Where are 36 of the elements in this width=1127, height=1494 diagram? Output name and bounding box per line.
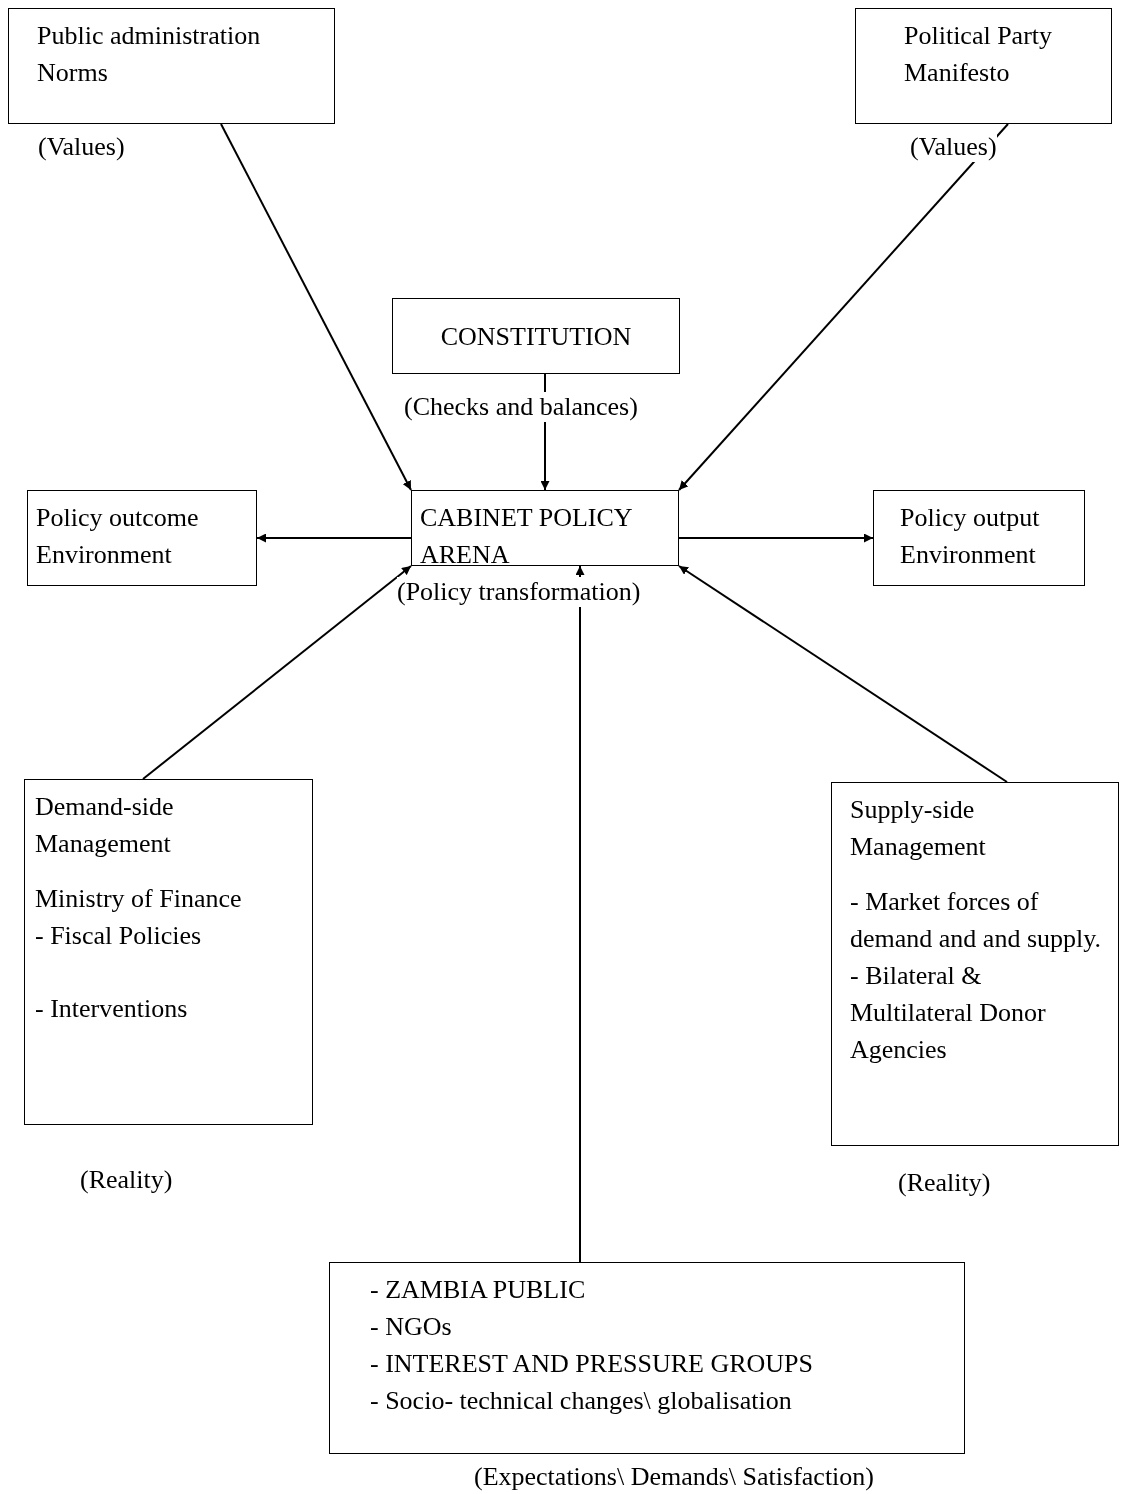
node-text: - Bilateral & Multilateral Donor Agencies [850,960,1047,1066]
source-box [8,8,335,124]
node-caption: (Policy transformation) [397,577,641,607]
public-box [329,1262,965,1454]
constitution-box [392,298,680,374]
arrow [220,123,412,491]
node-text: Ministry of Finance [35,883,243,915]
node-label: Policy output Environment [900,502,1041,571]
node-caption: (Checks and balances) [404,392,638,422]
node-text: - NGOs [370,1311,453,1343]
node-label: Political Party Manifesto [904,20,1054,89]
node-text: - Fiscal Policies [35,920,203,952]
arrow [678,123,1009,491]
environment-box [873,490,1085,586]
node-text: - Interventions [35,993,189,1025]
arrow [678,533,874,543]
management-box [24,779,313,1125]
node-label: CABINET POLICY ARENA [420,502,633,571]
node-label: Supply-side Management [850,794,987,863]
node-label: Policy outcome Environment [36,502,200,571]
node-label: Public administration Norms [37,20,262,89]
arrow [142,565,412,780]
source-box [855,8,1112,124]
management-box [831,782,1119,1146]
arrow [678,565,1008,783]
node-label: - ZAMBIA PUBLIC [370,1274,587,1306]
cabinet-box [411,490,679,566]
node-text: - Socio- technical changes\ globalisation [370,1385,793,1417]
node-label: Demand-side Management [35,791,175,860]
node-text: - Market forces of demand and and supply. [850,886,1103,955]
arrow [256,533,412,543]
arrow [575,565,585,1263]
node-text: - INTEREST AND PRESSURE GROUPS [370,1348,815,1380]
node-label: CONSTITUTION [440,320,632,353]
node-caption: (Values) [910,132,997,162]
environment-box [27,490,257,586]
